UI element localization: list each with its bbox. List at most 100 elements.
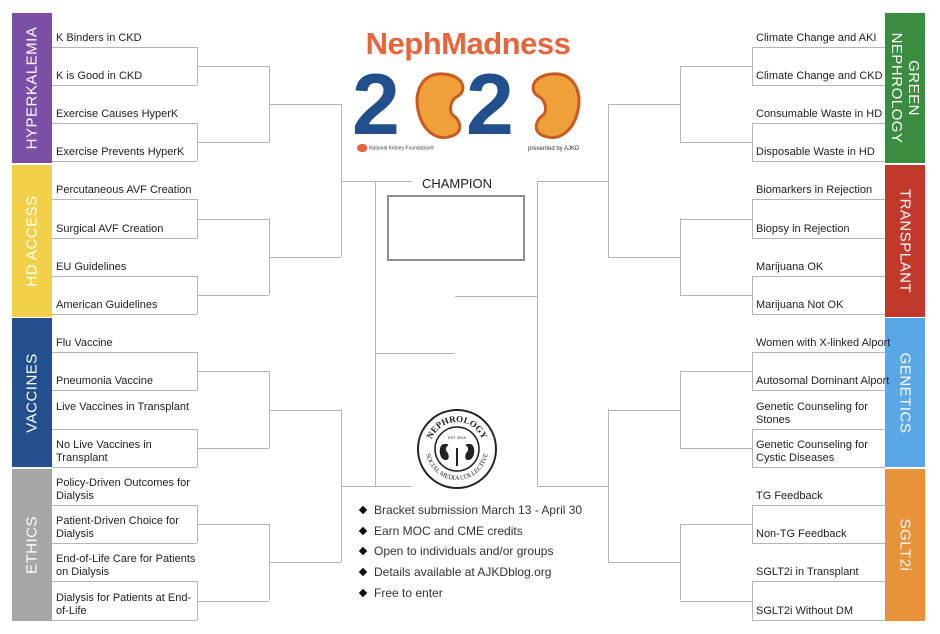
champion-box[interactable] [387,195,525,261]
bracket-connector [680,371,681,448]
bracket-line [52,85,197,86]
region-label: VACCINES [23,352,41,433]
bracket-slot[interactable]: SGLT2i in Transplant [756,566,859,578]
bracket-line-round2 [680,601,752,602]
bracket-line [752,123,885,124]
bracket-slot[interactable]: Pneumonia Vaccine [56,375,154,387]
bracket-line-round2 [197,448,269,449]
info-text: Open to individuals and/or groups [374,544,554,559]
badge-est: EST 2015 [448,435,466,440]
bracket-slot[interactable]: Marijuana Not OK [756,299,844,311]
bracket-line-round2 [197,66,269,67]
bracket-line [752,505,885,506]
bracket-line-round2 [680,371,752,372]
bracket-slot[interactable]: K Binders in CKD [56,32,142,44]
bracket-line [52,390,197,391]
region-green-nephrology: GREEN NEPHROLOGY [885,13,925,163]
diamond-bullet-icon [358,505,368,515]
region-sglt2i: SGLT2i [885,469,925,621]
bracket-line [752,199,885,200]
bracket-slot[interactable]: Climate Change and AKI [756,32,877,44]
bracket-line-round3 [608,104,680,105]
bracket-slot[interactable]: SGLT2i Without DM [756,605,853,617]
bracket-line-round4 [341,181,412,182]
bracket-connector [197,199,198,238]
bracket-line [52,161,197,162]
bracket-line-round3 [269,257,341,258]
bracket-line [752,238,885,239]
bracket-connector [752,352,753,390]
bracket-line-round2 [197,601,269,602]
champion-label: CHAMPION [421,176,493,191]
bracket-slot[interactable]: Policy-Driven Outcomes for Dialysis [56,477,190,502]
bracket-slot[interactable]: End-of-Life Care for Patients on Dialysi… [56,553,196,578]
bracket-connector [341,409,342,562]
bracket-slot[interactable]: Disposable Waste in HD [756,146,875,158]
region-label: GREEN NEPHROLOGY [888,32,922,144]
bracket-slot[interactable]: American Guidelines [56,299,158,311]
year-digit-2-first: 2 [352,62,400,142]
bracket-line [752,85,885,86]
bracket-line-final [375,353,455,354]
nkf-label: National Kidney Foundation® [369,145,435,152]
region-hyperkalemia: HYPERKALEMIA [12,13,52,163]
bracket-slot[interactable]: Live Vaccines in Transplant [56,401,190,413]
bracket-slot[interactable]: Biomarkers in Rejection [756,184,873,196]
bracket-connector [680,218,681,295]
bracket-slot[interactable]: No Live Vaccines in Transplant [56,439,152,464]
bracket-slot[interactable]: K is Good in CKD [56,70,143,82]
bracket-connector [752,505,753,543]
bracket-line [52,199,197,200]
ajkd-label: presented by AJKD [528,146,580,152]
bracket-slot[interactable]: Non-TG Feedback [756,528,847,540]
bracket-line [752,47,885,48]
kidney-icon [415,72,465,139]
bracket-slot[interactable]: Biopsy in Rejection [756,223,850,235]
bracket-connector [680,524,681,600]
bracket-slot[interactable]: Exercise Causes HyperK [56,108,179,120]
bracket-slot[interactable]: Marijuana OK [756,261,824,273]
bracket-slot[interactable]: Genetic Counseling for Stones [756,401,868,426]
region-label: ETHICS [23,515,41,575]
bracket-slot[interactable]: Consumable Waste in HD [756,108,883,120]
info-text: Bracket submission March 13 - April 30 [374,503,583,517]
bracket-line [752,390,885,391]
bracket-slot[interactable]: Climate Change and CKD [756,70,883,82]
bracket-slot[interactable]: Autosomal Dominant Alport [756,375,890,387]
bracket-slot[interactable]: Surgical AVF Creation [56,223,164,235]
bracket-slot[interactable]: Flu Vaccine [56,337,113,349]
bracket-connector [269,371,270,448]
region-label: HYPERKALEMIA [23,26,41,150]
bracket-slot[interactable]: Patient-Driven Choice for Dialysis [56,515,179,540]
bracket-line [52,276,197,277]
bracket-connector [197,581,198,620]
bracket-line-round2 [197,524,269,525]
bracket-line-round3 [269,104,341,105]
diamond-bullet-icon [358,546,368,556]
diamond-bullet-icon [358,588,368,597]
kidney-icon-right [531,72,581,139]
region-genetics: GENETICS [885,318,925,467]
bracket-connector [752,276,753,314]
bracket-line [752,276,885,277]
diamond-bullet-icon [358,526,368,535]
bracket-slot[interactable]: Dialysis for Patients at End-of-Life [56,592,192,617]
bracket-slot[interactable]: Percutaneous AVF Creation [56,184,192,196]
bracket-connector [341,104,342,257]
bracket-connector [680,66,681,142]
bracket-slot[interactable]: Exercise Prevents HyperK [56,146,185,158]
bracket-line [52,543,197,544]
bracket-line-final [455,296,537,297]
bracket-line [752,161,885,162]
bracket-connector [375,181,376,486]
bracket-line-round2 [680,295,752,296]
bracket-slot[interactable]: Genetic Counseling for Cystic Diseases [756,439,868,464]
bracket-slot[interactable]: Women with X-linked Alport [756,337,891,349]
region-label: GENETICS [896,352,914,433]
region-hd-access: HD ACCESS [12,165,52,317]
bracket-line-round3 [269,410,341,411]
bracket-slot[interactable]: EU Guidelines [56,261,127,273]
bracket-line-round2 [680,524,752,525]
bracket-line-round3 [608,562,680,563]
bracket-slot[interactable]: TG Feedback [756,490,823,502]
